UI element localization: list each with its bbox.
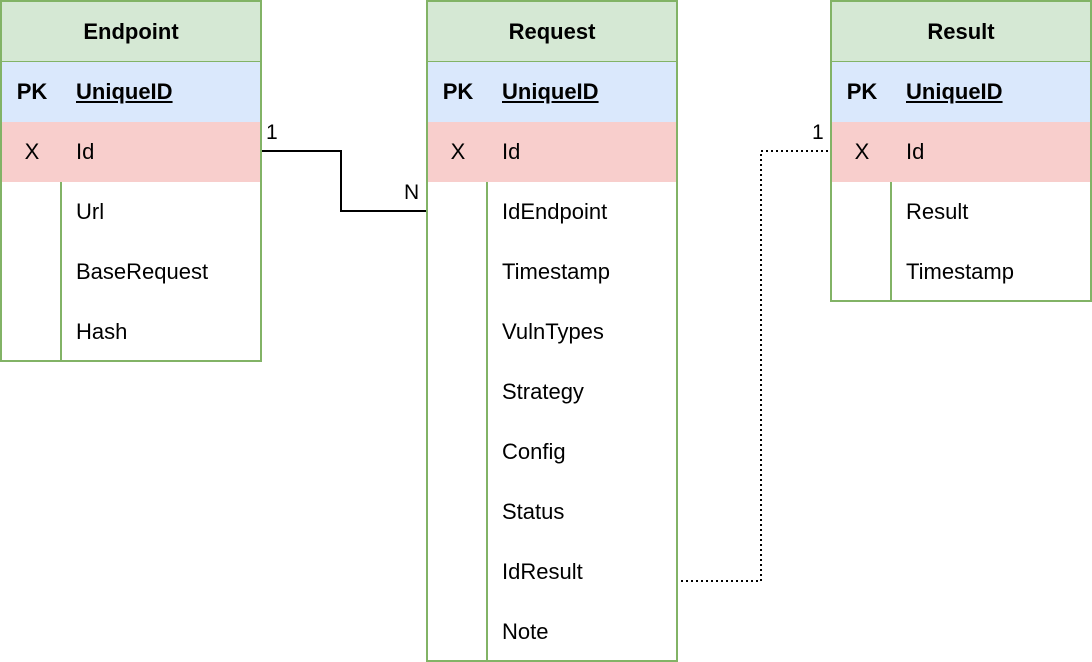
id-field: Id (76, 139, 95, 164)
field-name: BaseRequest (76, 259, 209, 284)
id-field: Id (502, 139, 521, 164)
field-name: Url (76, 199, 105, 224)
field-row: Hash (2, 302, 260, 362)
field-name: VulnTypes (502, 319, 604, 344)
cardinality-label: 1 (812, 121, 824, 144)
pk-label: PK (442, 79, 474, 104)
cardinality-label: N (404, 181, 420, 204)
entity-request[interactable]: Request PK UniqueID X Id IdEndpoint Time… (426, 0, 678, 662)
field-name: IdResult (502, 559, 583, 584)
pk-label: PK (16, 79, 48, 104)
field-row: Config (428, 422, 676, 482)
pk-field: UniqueID (906, 79, 1003, 104)
entity-title: Request (428, 2, 676, 62)
entity-title: Endpoint (2, 2, 260, 62)
pk-row: PK UniqueID (428, 62, 676, 122)
field-row: BaseRequest (2, 242, 260, 302)
id-row: X Id (832, 122, 1090, 182)
field-row: Timestamp (428, 242, 676, 302)
x-label: X (450, 139, 466, 164)
pk-label: PK (846, 79, 878, 104)
id-row: X Id (2, 122, 260, 182)
field-row: IdResult (428, 542, 676, 602)
entity-result[interactable]: Result PK UniqueID X Id Result Timestamp (830, 0, 1092, 302)
field-row: Url (2, 182, 260, 242)
field-row: Result (832, 182, 1090, 242)
field-name: Strategy (502, 379, 584, 404)
pk-row: PK UniqueID (832, 62, 1090, 122)
field-name: Note (502, 619, 549, 644)
request-result-connector[interactable] (681, 150, 830, 582)
field-name: Timestamp (906, 259, 1014, 284)
field-row: Timestamp (832, 242, 1090, 302)
cardinality-label: 1 (266, 121, 278, 144)
field-name: Status (502, 499, 565, 524)
field-name: Config (502, 439, 566, 464)
field-name: Hash (76, 319, 128, 344)
field-row: Strategy (428, 362, 676, 422)
field-row: IdEndpoint (428, 182, 676, 242)
field-row: Note (428, 602, 676, 662)
id-row: X Id (428, 122, 676, 182)
field-row: VulnTypes (428, 302, 676, 362)
id-field: Id (906, 139, 925, 164)
pk-field: UniqueID (76, 79, 173, 104)
field-name: Timestamp (502, 259, 610, 284)
pk-row: PK UniqueID (2, 62, 260, 122)
field-name: IdEndpoint (502, 199, 608, 224)
field-name: Result (906, 199, 969, 224)
x-label: X (24, 139, 40, 164)
pk-field: UniqueID (502, 79, 599, 104)
endpoint-request-connector[interactable] (262, 150, 426, 212)
x-label: X (854, 139, 870, 164)
entity-title: Result (832, 2, 1090, 62)
entity-endpoint[interactable]: Endpoint PK UniqueID X Id Url BaseReques… (0, 0, 262, 362)
field-row: Status (428, 482, 676, 542)
